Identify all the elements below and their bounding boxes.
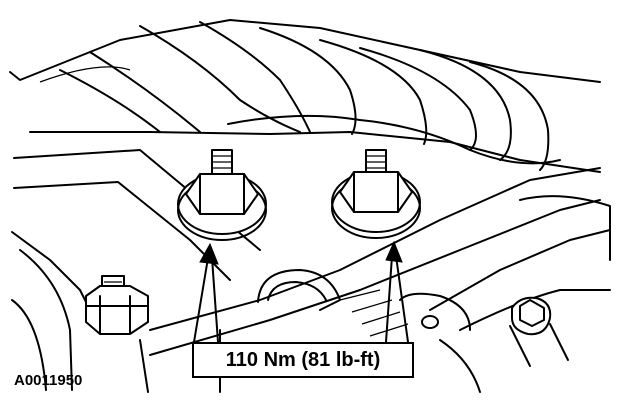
- figure-id-label: A0011950: [14, 372, 83, 389]
- arrowhead-right: [385, 240, 403, 263]
- torque-leader-arrows: [193, 240, 409, 343]
- flange-nut-right: [331, 149, 421, 239]
- torque-callout: 110 Nm (81 lb-ft): [192, 342, 414, 378]
- torque-callout-text: 110 Nm (81 lb-ft): [225, 348, 381, 371]
- arrowhead-left: [199, 242, 219, 265]
- flange-nut-left: [177, 149, 267, 241]
- stud-bolt-left: [85, 275, 149, 335]
- intake-manifold: [9, 19, 601, 173]
- small-bolt-right: [509, 296, 569, 367]
- boss-feature: [257, 269, 471, 337]
